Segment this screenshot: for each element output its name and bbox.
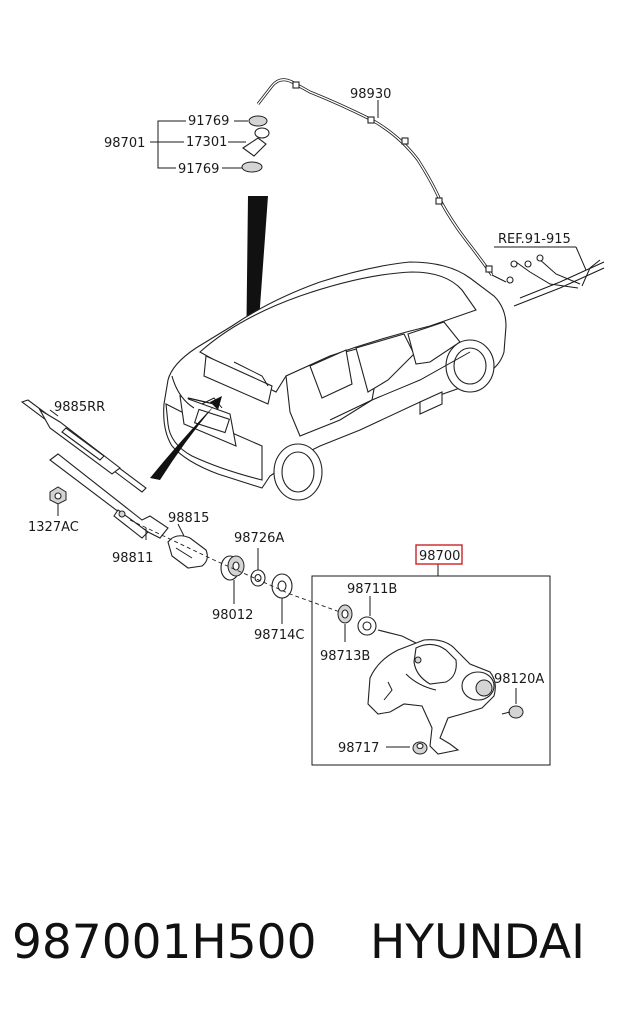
nozzle-assembly <box>241 115 270 173</box>
label-98811: 98811 <box>112 551 153 566</box>
part-highlight-box <box>415 544 463 565</box>
part-number-caption: 987001H500 <box>12 915 316 970</box>
wiring-harness-ref <box>491 254 605 307</box>
seal-98713b <box>337 604 353 624</box>
label-98726a: 98726A <box>234 531 284 546</box>
label-98714c: 98714C <box>254 628 304 643</box>
label-91769-bottom: 91769 <box>178 162 219 177</box>
label-9885rr: 9885RR <box>54 400 105 415</box>
label-17301: 17301 <box>186 135 227 150</box>
bolt-98120a <box>501 705 524 719</box>
label-98930: 98930 <box>350 87 391 102</box>
label-98713b: 98713B <box>320 649 370 664</box>
cap-98815 <box>167 535 208 569</box>
label-98717: 98717 <box>338 741 379 756</box>
nut-98726a <box>250 569 266 587</box>
label-98711b: 98711B <box>347 582 397 597</box>
nut-98717 <box>412 741 428 755</box>
label-98120a: 98120A <box>494 672 544 687</box>
label-98700: 98700 <box>419 549 460 564</box>
label-98815: 98815 <box>168 511 209 526</box>
label-91769-top: 91769 <box>188 114 229 129</box>
label-98701: 98701 <box>104 136 145 151</box>
label-1327ac: 1327AC <box>28 520 79 535</box>
motor-assembly-frame <box>311 575 551 766</box>
brand-caption: HYUNDAI <box>370 915 585 970</box>
wiper-arm <box>49 453 169 539</box>
wiper-motor <box>367 629 496 755</box>
blade-pointer-arrow <box>150 396 222 480</box>
car-illustration <box>163 261 507 501</box>
nut-1327ac <box>49 486 67 505</box>
washer-98714c <box>271 573 293 599</box>
label-98012: 98012 <box>212 608 253 623</box>
washer-hose <box>256 78 494 276</box>
label-ref-91-915: REF.91-915 <box>498 232 571 247</box>
cap-98711b <box>357 616 377 636</box>
wiper-blade <box>20 399 147 493</box>
